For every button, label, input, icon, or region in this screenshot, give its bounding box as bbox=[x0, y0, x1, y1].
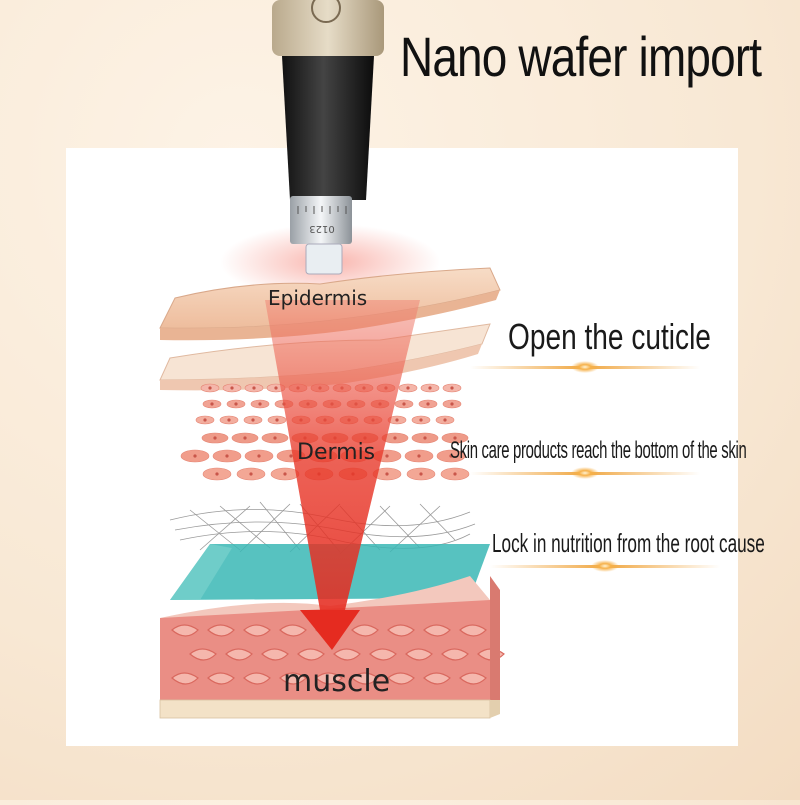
muscle-fiber bbox=[207, 624, 235, 637]
membrane-highlight bbox=[170, 544, 232, 600]
cell-nucleus bbox=[258, 402, 262, 406]
cell-nucleus bbox=[230, 386, 234, 390]
muscle-fiber bbox=[351, 624, 379, 637]
cell-nucleus bbox=[402, 402, 406, 406]
label-muscle: muscle bbox=[283, 664, 391, 699]
device-cap bbox=[272, 0, 384, 56]
muscle-fiber bbox=[225, 648, 253, 661]
muscle-block bbox=[159, 576, 505, 719]
light-beam bbox=[265, 300, 420, 610]
callout-line-cuticle bbox=[470, 361, 700, 373]
device-collar bbox=[290, 196, 352, 244]
cell-nucleus bbox=[428, 386, 432, 390]
device-logo-icon bbox=[311, 0, 341, 23]
muscle-fiber bbox=[279, 672, 307, 685]
muscle-fiber bbox=[207, 672, 235, 685]
callout-reach: Skin care products reach the bottom of t… bbox=[450, 437, 747, 464]
callout-lock: Lock in nutrition from the root cause bbox=[492, 528, 765, 558]
callout-line-reach bbox=[470, 467, 700, 479]
cell-nucleus bbox=[385, 472, 389, 476]
cell-nucleus bbox=[227, 418, 231, 422]
device-tip bbox=[305, 243, 343, 275]
cell-nucleus bbox=[426, 402, 430, 406]
muscle-fiber bbox=[441, 648, 469, 661]
cell-nucleus bbox=[417, 454, 421, 458]
cell-nucleus bbox=[275, 418, 279, 422]
cell-nucleus bbox=[406, 386, 410, 390]
cell-nucleus bbox=[450, 386, 454, 390]
muscle-fiber bbox=[369, 648, 397, 661]
cell-nucleus bbox=[419, 472, 423, 476]
muscle-fiber bbox=[243, 672, 271, 685]
cell-nucleus bbox=[215, 472, 219, 476]
cell-nucleus bbox=[453, 472, 457, 476]
device-scale-text: 0123 bbox=[309, 223, 334, 234]
muscle-fiber bbox=[279, 624, 307, 637]
muscle-fiber bbox=[405, 648, 433, 661]
cell-nucleus bbox=[252, 386, 256, 390]
cell-nucleus bbox=[393, 436, 397, 440]
cell-nucleus bbox=[208, 386, 212, 390]
cell-nucleus bbox=[193, 454, 197, 458]
muscle-fiber bbox=[243, 624, 271, 637]
cell-nucleus bbox=[249, 472, 253, 476]
device-scale-ticks bbox=[297, 206, 347, 214]
label-epidermis: Epidermis bbox=[268, 286, 368, 310]
muscle-fiber bbox=[423, 672, 451, 685]
cell-nucleus bbox=[385, 454, 389, 458]
callout-cuticle: Open the cuticle bbox=[508, 316, 711, 357]
cell-nucleus bbox=[453, 436, 457, 440]
muscle-fiber bbox=[387, 672, 415, 685]
cell-nucleus bbox=[283, 472, 287, 476]
cell-nucleus bbox=[251, 418, 255, 422]
device-handle bbox=[282, 56, 374, 200]
muscle-fiber bbox=[387, 624, 415, 637]
muscle-fiber bbox=[171, 672, 199, 685]
cell-nucleus bbox=[450, 402, 454, 406]
beam-tip bbox=[300, 610, 360, 650]
beauty-device: 0123 bbox=[272, 0, 384, 275]
muscle-fiber bbox=[459, 672, 487, 685]
muscle-fiber bbox=[261, 648, 289, 661]
cell-nucleus bbox=[443, 418, 447, 422]
cell-nucleus bbox=[257, 454, 261, 458]
muscle-fiber bbox=[189, 648, 217, 661]
callout-line-lock bbox=[490, 560, 720, 572]
cell-nucleus bbox=[203, 418, 207, 422]
cell-nucleus bbox=[395, 418, 399, 422]
cell-nucleus bbox=[210, 402, 214, 406]
cell-nucleus bbox=[243, 436, 247, 440]
cell-nucleus bbox=[213, 436, 217, 440]
diagram-title: Nano wafer import bbox=[400, 25, 762, 88]
cell-nucleus bbox=[423, 436, 427, 440]
muscle-fiber bbox=[171, 624, 199, 637]
muscle-fiber bbox=[423, 624, 451, 637]
muscle-fiber bbox=[351, 672, 379, 685]
cell-nucleus bbox=[419, 418, 423, 422]
muscle-fiber bbox=[315, 672, 343, 685]
muscle-fiber bbox=[333, 648, 361, 661]
label-dermis: Dermis bbox=[297, 440, 376, 465]
cell-nucleus bbox=[273, 436, 277, 440]
cell-nucleus bbox=[289, 454, 293, 458]
cell-nucleus bbox=[225, 454, 229, 458]
cell-nucleus bbox=[234, 402, 238, 406]
muscle-fiber bbox=[459, 624, 487, 637]
muscle-fiber bbox=[297, 648, 325, 661]
cell-nucleus bbox=[274, 386, 278, 390]
cell-nucleus bbox=[449, 454, 453, 458]
